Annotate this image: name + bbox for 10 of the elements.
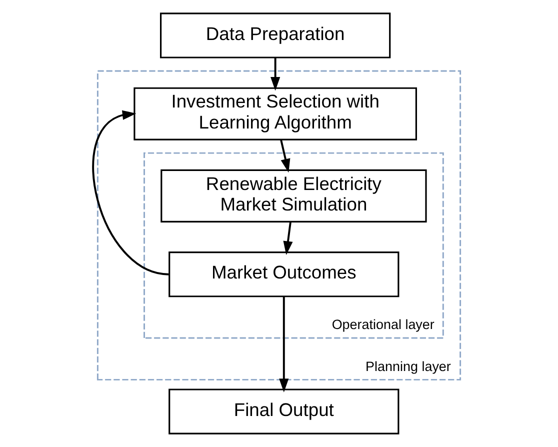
- node-box: Final Output: [168, 388, 400, 434]
- node-box: Renewable Electricity Market Simulation: [160, 169, 427, 222]
- arrow: [279, 296, 289, 392]
- arrow: [92, 110, 169, 276]
- arrow: [280, 140, 290, 173]
- node-box: Market Outcomes: [168, 252, 400, 298]
- node-box: Investment Selection with Learning Algorithm: [134, 87, 417, 140]
- arrow: [270, 58, 280, 91]
- arrow: [283, 222, 293, 255]
- node-box: Data Preparation: [160, 12, 391, 58]
